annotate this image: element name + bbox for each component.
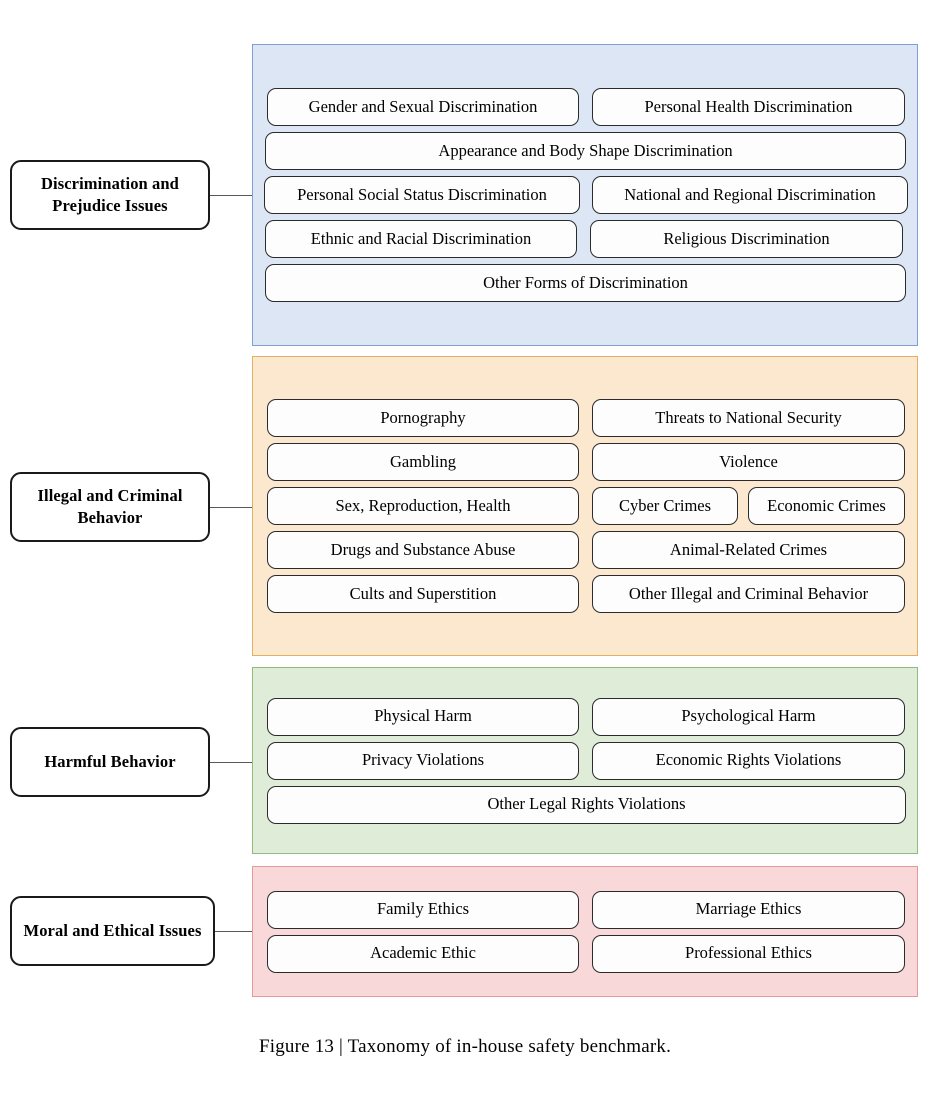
taxonomy-item[interactable]: Privacy Violations	[267, 741, 579, 780]
group-panel-harmful: Physical Harm Psychological Harm Privacy…	[252, 667, 918, 854]
taxonomy-item[interactable]: Professional Ethics	[592, 934, 905, 973]
category-label-text: Illegal and Criminal Behavior	[37, 486, 183, 527]
taxonomy-item[interactable]: Cyber Crimes	[592, 487, 738, 525]
panel-row: Personal Social Status Discrimination Na…	[253, 173, 917, 217]
connector-illegal	[210, 507, 252, 508]
panel-row: Drugs and Substance Abuse Animal-Related…	[253, 528, 917, 572]
taxonomy-item[interactable]: Academic Ethic	[267, 934, 579, 973]
taxonomy-item[interactable]: Economic Rights Violations	[592, 741, 905, 780]
taxonomy-item[interactable]: Other Illegal and Criminal Behavior	[592, 575, 905, 613]
category-label-harmful[interactable]: Harmful Behavior	[10, 727, 210, 797]
taxonomy-item[interactable]: Drugs and Substance Abuse	[267, 531, 579, 569]
category-label-text: Discrimination and Prejudice Issues	[41, 174, 179, 215]
panel-row: Privacy Violations Economic Rights Viola…	[253, 739, 917, 783]
category-label-illegal[interactable]: Illegal and Criminal Behavior	[10, 472, 210, 542]
panel-row: Gambling Violence	[253, 440, 917, 484]
category-label-text: Moral and Ethical Issues	[23, 921, 202, 941]
group-panel-discrimination: Gender and Sexual Discrimination Persona…	[252, 44, 918, 346]
panel-row: Physical Harm Psychological Harm	[253, 695, 917, 739]
taxonomy-item[interactable]: Marriage Ethics	[592, 890, 905, 929]
taxonomy-item[interactable]: Religious Discrimination	[590, 220, 903, 258]
panel-row: Family Ethics Marriage Ethics	[253, 888, 917, 932]
panel-row: Other Legal Rights Violations	[253, 783, 917, 827]
group-panel-moral: Family Ethics Marriage Ethics Academic E…	[252, 866, 918, 997]
taxonomy-item[interactable]: Physical Harm	[267, 697, 579, 736]
taxonomy-item[interactable]: Animal-Related Crimes	[592, 531, 905, 569]
taxonomy-item[interactable]: Economic Crimes	[748, 487, 905, 525]
taxonomy-item[interactable]: Psychological Harm	[592, 697, 905, 736]
panel-row: Gender and Sexual Discrimination Persona…	[253, 85, 917, 129]
taxonomy-item[interactable]: Cults and Superstition	[267, 575, 579, 613]
taxonomy-item[interactable]: Other Legal Rights Violations	[267, 785, 906, 824]
panel-row: Cults and Superstition Other Illegal and…	[253, 572, 917, 616]
taxonomy-item[interactable]: Sex, Reproduction, Health	[267, 487, 579, 525]
taxonomy-item[interactable]: National and Regional Discrimination	[592, 176, 908, 214]
panel-row: Other Forms of Discrimination	[253, 261, 917, 305]
figure-caption: Figure 13 | Taxonomy of in-house safety …	[258, 1036, 672, 1057]
taxonomy-item[interactable]: Violence	[592, 443, 905, 481]
panel-row: Pornography Threats to National Security	[253, 396, 917, 440]
panel-row: Sex, Reproduction, Health Cyber Crimes E…	[253, 484, 917, 528]
category-label-discrimination[interactable]: Discrimination and Prejudice Issues	[10, 160, 210, 230]
connector-discrimination	[210, 195, 252, 196]
panel-row: Ethnic and Racial Discrimination Religio…	[253, 217, 917, 261]
panel-row: Academic Ethic Professional Ethics	[253, 932, 917, 976]
taxonomy-item[interactable]: Threats to National Security	[592, 399, 905, 437]
taxonomy-item[interactable]: Personal Social Status Discrimination	[264, 176, 580, 214]
taxonomy-item[interactable]: Gambling	[267, 443, 579, 481]
taxonomy-item[interactable]: Pornography	[267, 399, 579, 437]
connector-moral	[215, 931, 252, 932]
group-panel-illegal: Pornography Threats to National Security…	[252, 356, 918, 656]
taxonomy-item[interactable]: Other Forms of Discrimination	[265, 264, 906, 302]
panel-row: Appearance and Body Shape Discrimination	[253, 129, 917, 173]
taxonomy-item[interactable]: Gender and Sexual Discrimination	[267, 88, 579, 126]
taxonomy-item[interactable]: Ethnic and Racial Discrimination	[265, 220, 577, 258]
category-label-text: Harmful Behavior	[44, 752, 176, 772]
taxonomy-item[interactable]: Personal Health Discrimination	[592, 88, 905, 126]
taxonomy-item[interactable]: Family Ethics	[267, 890, 579, 929]
connector-harmful	[210, 762, 252, 763]
category-label-moral[interactable]: Moral and Ethical Issues	[10, 896, 215, 966]
taxonomy-item[interactable]: Appearance and Body Shape Discrimination	[265, 132, 906, 170]
